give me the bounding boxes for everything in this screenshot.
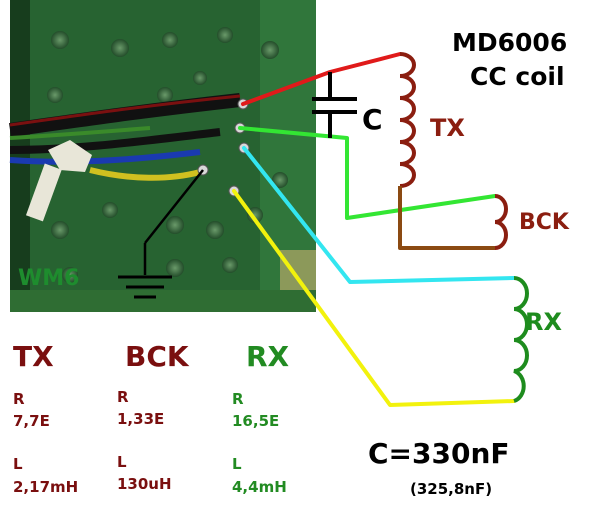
rx-l-label: L [232,455,242,473]
bck-r-label: R [117,388,129,406]
capacitor-symbol [312,72,357,138]
rx-coil [513,276,529,403]
tx-heading: TX [13,340,54,373]
green-wire [238,126,497,220]
brown-wire [398,186,497,250]
rx-r-value: 16,5E [232,412,280,430]
capacitor-label: C [362,103,383,136]
capacitance-measured: (325,8nF) [410,480,493,498]
tx-coil [398,52,416,190]
tx-r-label: R [13,390,25,408]
bck-r-value: 1,33E [117,410,165,428]
rx-r-label: R [232,390,244,408]
tx-l-value: 2,17mH [13,478,79,496]
bck-l-value: 130uH [117,475,172,493]
bck-heading: BCK [125,340,189,373]
ground-symbol [118,169,204,299]
coil-label-rx: RX [525,308,562,336]
bck-l-label: L [117,453,127,471]
bck-coil [494,194,508,250]
cyan-wire [242,146,516,284]
pcb-label: WM6 [18,266,80,291]
title-line1: MD6006 [452,28,568,57]
capacitance-value: C=330nF [368,437,510,470]
tx-r-value: 7,7E [13,412,50,430]
rx-heading: RX [246,340,290,373]
title-line2: CC coil [470,62,565,91]
tx-l-label: L [13,455,23,473]
coil-label-tx: TX [430,114,465,142]
pcb-photo [9,0,316,312]
yellow-wire [232,189,516,407]
coil-label-bck: BCK [519,210,569,235]
rx-l-value: 4,4mH [232,478,287,496]
